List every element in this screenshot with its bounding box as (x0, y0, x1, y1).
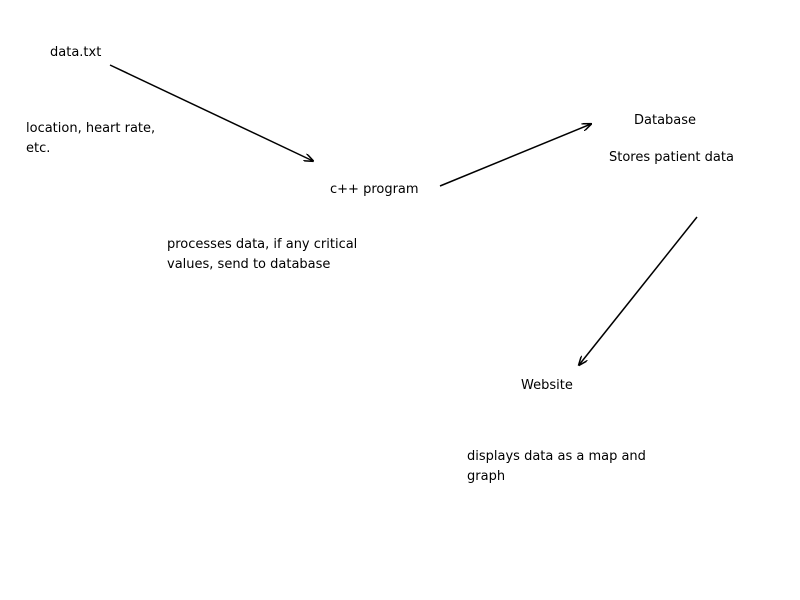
node-database-description: Stores patient data (609, 150, 734, 165)
node-data-txt-label: data.txt (50, 45, 102, 60)
node-website-label: Website (521, 378, 573, 393)
node-cpp-program-label: c++ program (330, 182, 419, 197)
arrow-cpp-to-database (439, 124, 591, 187)
arrow-database-to-website (579, 216, 698, 365)
node-database-label: Database (634, 113, 697, 128)
node-cpp-program-description: processes data, if any critical values, … (167, 237, 358, 272)
node-data-txt-description: location, heart rate, etc. (26, 121, 156, 156)
node-website-description: displays data as a map and graph (467, 449, 646, 484)
arrow-data-to-cpp (109, 64, 313, 161)
